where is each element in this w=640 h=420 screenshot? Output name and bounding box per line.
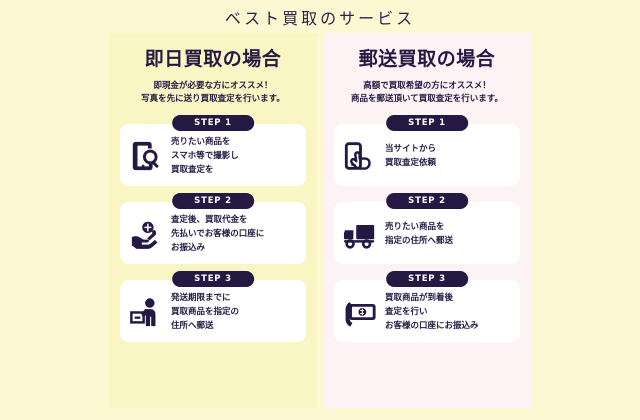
step-text: 買取商品が到着後 査定を行い お客様の口座にお振込み — [385, 291, 479, 333]
step-text: 売りたい商品を 指定の住所へ郵送 — [385, 220, 453, 248]
step-text-line-1: 当サイトから — [385, 144, 437, 154]
step-card-body: 発送期限までに 買取商品を指定の 住所へ郵送 — [120, 280, 306, 342]
step-card-same-day-2[interactable]: STEP 2 査定後、買取代金を 先払いでお客様の口座に お振込み — [120, 193, 306, 264]
step-text-line-2: 先払いでお客様の口座に — [171, 229, 265, 239]
person-package-icon — [128, 294, 164, 330]
step-badge: STEP 3 — [386, 271, 468, 287]
step-card-same-day-3[interactable]: STEP 3 発送期限までに 買取商品を指定の 住所へ郵送 — [120, 271, 306, 342]
step-card-mail-in-1[interactable]: STEP 1 当サイトから 買取査定依頼 — [334, 115, 520, 186]
step-text-line-2: スマホ等で撮影し — [171, 151, 239, 161]
step-badge: STEP 3 — [172, 271, 254, 287]
step-text-line-1: 発送期限までに — [171, 293, 231, 303]
step-badge: STEP 2 — [386, 193, 468, 209]
steps-mail-in: STEP 1 当サイトから 買取査定依頼 — [334, 115, 520, 342]
step-card-body: 売りたい商品を スマホ等で撮影し 買取査定を — [120, 124, 306, 186]
step-badge: STEP 2 — [172, 193, 254, 209]
step-text: 発送期限までに 買取商品を指定の 住所へ郵送 — [171, 291, 239, 333]
panel-subtitle-mail-in: 高額で買取希望の方にオススメ！ 商品を郵送頂いて買取査定を行います。 — [351, 80, 503, 105]
panel-subtitle-line-2: 商品を郵送頂いて買取査定を行います。 — [351, 93, 503, 104]
step-text-line-2: 買取商品を指定の — [171, 307, 240, 317]
panel-mail-in: 郵送買取の場合 高額で買取希望の方にオススメ！ 商品を郵送頂いて買取査定を行いま… — [323, 33, 531, 408]
smartphone-tap-icon — [342, 138, 378, 174]
panel-subtitle-same-day: 即現金が必要な方にオススメ！ 写真を先に送り買取査定を行います。 — [141, 80, 285, 105]
hand-coin-icon — [128, 216, 164, 252]
step-card-body: 査定後、買取代金を 先払いでお客様の口座に お振込み — [120, 202, 306, 264]
panel-title-same-day: 即日買取の場合 — [144, 48, 282, 70]
panel-subtitle-line-1: 即現金が必要な方にオススメ！ — [153, 81, 273, 91]
hand-banknote-icon — [342, 294, 378, 330]
step-card-mail-in-2[interactable]: STEP 2 売りたい商品を 指定の住所へ郵送 — [334, 193, 520, 264]
step-badge: STEP 1 — [386, 115, 468, 131]
step-text-line-2: 指定の住所へ郵送 — [385, 236, 454, 246]
smartphone-search-icon — [128, 138, 164, 174]
page-title: ベスト買取のサービス — [224, 9, 416, 28]
step-badge: STEP 1 — [172, 115, 254, 131]
step-text-line-1: 査定後、買取代金を — [171, 215, 248, 225]
step-text-line-1: 売りたい商品を — [171, 137, 231, 147]
step-text-line-3: 買取査定を — [171, 165, 214, 175]
step-card-body: 買取商品が到着後 査定を行い お客様の口座にお振込み — [334, 280, 520, 342]
step-text-line-2: 査定を行い — [385, 307, 428, 317]
step-card-mail-in-3[interactable]: STEP 3 買取商品が到着後 査定を行い お客様の口座にお振込み — [334, 271, 520, 342]
service-panels: 即日買取の場合 即現金が必要な方にオススメ！ 写真を先に送り買取査定を行います。… — [0, 33, 640, 408]
step-text-line-3: お振込み — [171, 243, 206, 253]
step-text-line-1: 買取商品が到着後 — [385, 293, 454, 303]
panel-same-day: 即日買取の場合 即現金が必要な方にオススメ！ 写真を先に送り買取査定を行います。… — [109, 33, 317, 408]
panel-title-mail-in: 郵送買取の場合 — [358, 48, 496, 70]
step-text: 売りたい商品を スマホ等で撮影し 買取査定を — [171, 135, 239, 177]
step-card-same-day-1[interactable]: STEP 1 売りたい商品を スマホ等で撮影し 買取査定を — [120, 115, 306, 186]
step-card-body: 売りたい商品を 指定の住所へ郵送 — [334, 202, 520, 264]
delivery-truck-icon — [342, 216, 378, 252]
steps-same-day: STEP 1 売りたい商品を スマホ等で撮影し 買取査定を — [120, 115, 306, 342]
step-text-line-3: 住所へ郵送 — [171, 321, 214, 331]
panel-subtitle-line-2: 写真を先に送り買取査定を行います。 — [141, 93, 285, 104]
step-card-body: 当サイトから 買取査定依頼 — [334, 124, 520, 186]
panel-subtitle-line-1: 高額で買取希望の方にオススメ！ — [363, 81, 491, 91]
step-text: 当サイトから 買取査定依頼 — [385, 142, 436, 170]
step-text-line-1: 売りたい商品を — [385, 222, 445, 232]
step-text: 査定後、買取代金を 先払いでお客様の口座に お振込み — [171, 213, 264, 255]
step-text-line-2: 買取査定依頼 — [385, 158, 437, 168]
step-text-line-3: お客様の口座にお振込み — [385, 321, 479, 331]
